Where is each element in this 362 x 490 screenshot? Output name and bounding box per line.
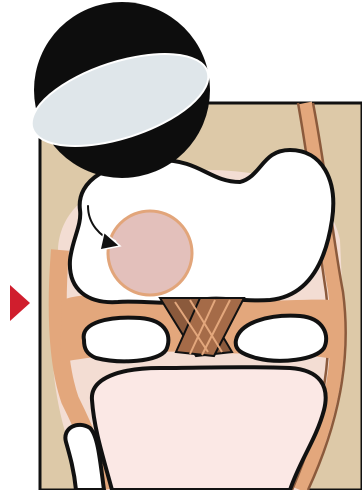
tibia <box>92 367 326 490</box>
cartilage-lesion <box>108 211 192 295</box>
meniscus-left <box>84 318 169 362</box>
red-triangle-pointer-icon <box>10 285 30 321</box>
meniscus-right <box>236 316 326 361</box>
